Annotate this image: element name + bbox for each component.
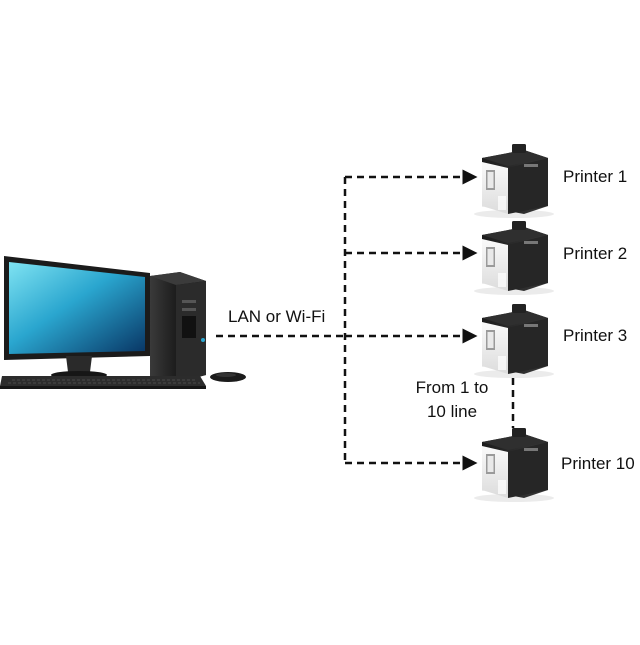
range-note-line-1: From 1 to xyxy=(415,378,489,397)
computer-tower xyxy=(150,272,206,382)
connection-label: LAN or Wi-Fi xyxy=(228,307,326,326)
connection-lines xyxy=(216,169,515,471)
printer-2-image xyxy=(474,221,554,295)
monitor xyxy=(4,256,150,379)
printer-3-label: Printer 3 xyxy=(563,326,628,345)
printer-1-label: Printer 1 xyxy=(563,167,628,186)
keyboard xyxy=(0,376,206,389)
printer-10-image xyxy=(474,428,554,502)
printer-3-image xyxy=(474,304,554,378)
printer-2-label: Printer 2 xyxy=(563,244,628,263)
range-note: From 1 to 10 line xyxy=(400,376,504,424)
printer-1-image xyxy=(474,144,554,218)
range-note-line-2: 10 line xyxy=(426,402,478,421)
printer-10-label: Printer 10 xyxy=(561,454,635,473)
computer xyxy=(0,256,246,389)
mouse xyxy=(210,372,246,382)
